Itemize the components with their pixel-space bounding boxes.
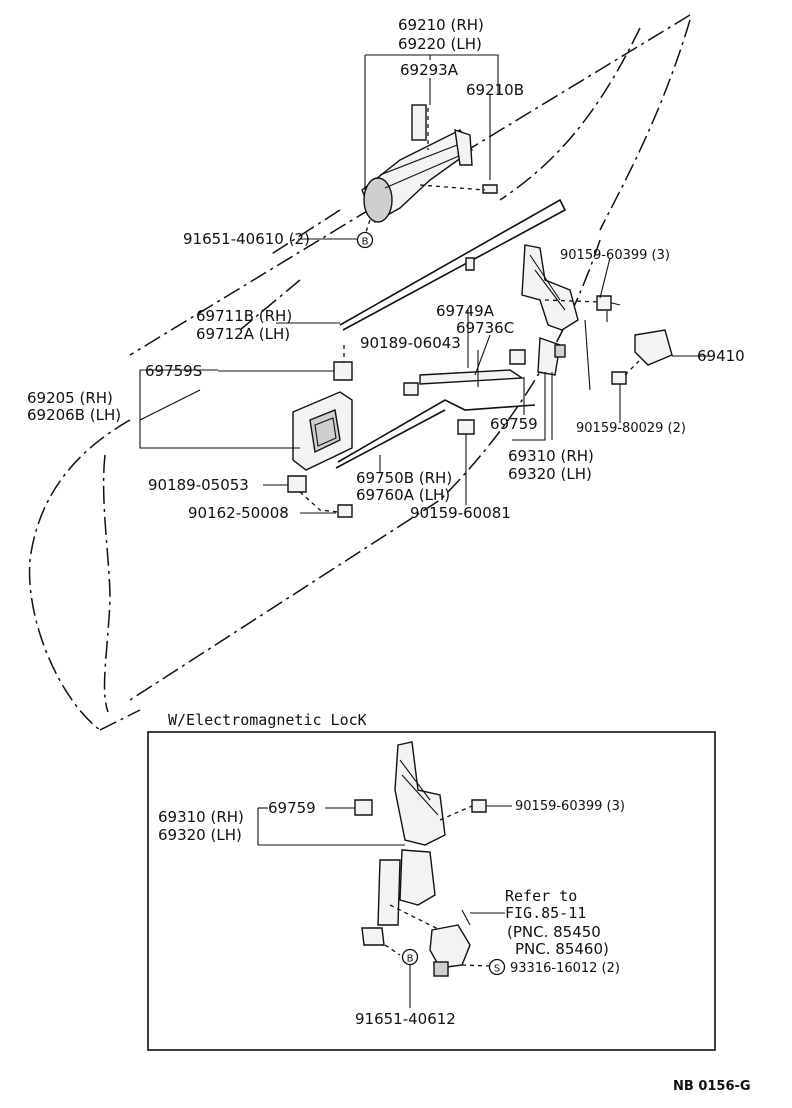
label-69220: 69220 (LH) [398,35,482,53]
inset-label-91651-40612: 91651-40612 [355,1010,456,1028]
svg-text:B: B [407,954,414,965]
label-69320-top: 69320 (LH) [508,465,592,483]
inset-leaders [257,805,512,1008]
inset-refer-line2: FIG.85-11 [505,904,586,922]
label-69410: 69410 [697,347,745,365]
inset-label-69310: 69310 (RH) [158,808,244,826]
rods [335,198,567,469]
label-69736c: 69736C [456,319,514,337]
electromagnetic-lock-inset: W/Electromagnetic LocK [147,711,716,1051]
label-69760a: 69760A (LH) [356,486,450,504]
inset-refer-line1: Refer to [505,887,577,905]
inset-label-93316: 93316-16012 (2) [510,961,620,976]
label-69711b: 69711B (RH) [196,307,292,325]
inset-pnc-line1: (PNC. 85450 [507,923,601,941]
inset-label-69759: 69759 [268,799,316,817]
inset-pnc-line2: PNC. 85460) [515,940,609,958]
labels-main: 69210 (RH) 69220 (LH) 69293A 69210B 9165… [27,16,745,522]
figure-code: NB 0156-G [673,1079,751,1094]
inset-lock-mechanism [354,741,491,977]
svg-text:S: S [494,964,500,975]
label-69210: 69210 (RH) [398,16,484,34]
leader-lines-top [298,54,499,240]
label-90189-06043: 90189-06043 [360,334,461,352]
outside-handle-assembly [361,104,498,236]
label-69310-top: 69310 (RH) [508,447,594,465]
label-90159-60081: 90159-60081 [410,504,511,522]
svg-text:B: B [362,237,369,248]
inside-handle [287,345,526,518]
label-91651-40610: 91651-40610 (2) [183,230,310,248]
label-69210b: 69210B [466,81,524,99]
label-69712a: 69712A (LH) [196,325,290,343]
label-90189-05053: 90189-05053 [148,476,249,494]
inset-badge-b: B [401,948,419,966]
label-69749a: 69749A [436,302,495,320]
door-outline [28,14,691,731]
inset-label-90159-60399: 90159-60399 (3) [515,799,625,814]
door-lock-assembly [521,244,673,391]
inset-title: W/Electromagnetic LocK [168,711,367,729]
label-90159-80029: 90159-80029 (2) [576,421,686,436]
inset-badge-s: S [488,958,506,976]
inset-label-69320: 69320 (LH) [158,826,242,844]
label-90162-50008: 90162-50008 [188,504,289,522]
label-69759s: 69759S [145,362,202,380]
leader-lines-mid [139,257,710,514]
label-69293a: 69293A [400,61,459,79]
label-69206b: 69206B (LH) [27,406,121,424]
label-69759-top: 69759 [490,415,538,433]
label-69205: 69205 (RH) [27,389,113,407]
inset-frame [147,731,716,1051]
label-69750b: 69750B (RH) [356,469,452,487]
badge-b-top: B [356,231,374,249]
label-90159-60399-top: 90159-60399 (3) [560,248,670,263]
